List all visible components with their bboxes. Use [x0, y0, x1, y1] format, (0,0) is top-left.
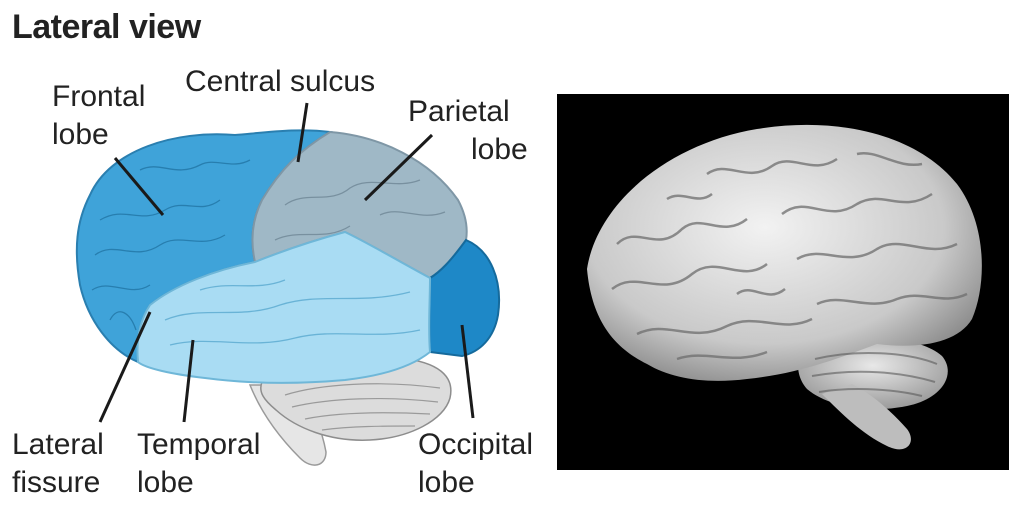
occipital-leader — [460, 324, 475, 419]
lateral-fissure-leader — [98, 311, 152, 423]
photo-brain-stem — [822, 384, 911, 450]
frontal-lobe-label: Frontal lobe — [52, 80, 146, 151]
occipital-lobe-region — [428, 238, 500, 358]
temporal-lobe-label: Temporal lobe — [137, 428, 261, 499]
central-sulcus-leader — [296, 102, 309, 163]
leader-lines — [98, 102, 475, 423]
figure-title: Lateral view — [12, 8, 201, 46]
central-sulcus-label: Central sulcus — [185, 65, 376, 98]
brain-photo — [557, 94, 1009, 470]
temporal-lobe-region — [136, 230, 432, 384]
photo-cerebrum — [587, 124, 982, 381]
occipital-lobe-label: Occipital lobe — [418, 428, 534, 499]
parietal-gyri — [274, 179, 446, 241]
lateral-fissure-label: Lateral fissure — [12, 428, 104, 499]
cerebellum-folia — [284, 383, 441, 431]
temporal-gyri — [164, 279, 421, 346]
frontal-gyri — [91, 159, 251, 331]
temporal-leader — [182, 339, 195, 423]
frontal-leader — [113, 157, 165, 216]
brain-photo-image — [587, 124, 982, 450]
photo-cerebellum-folia — [811, 351, 938, 397]
parietal-leader — [363, 133, 434, 202]
photo-gyri — [611, 151, 968, 361]
parietal-lobe-label: Parietal lobe — [408, 95, 528, 166]
brain-diagram — [75, 102, 500, 466]
